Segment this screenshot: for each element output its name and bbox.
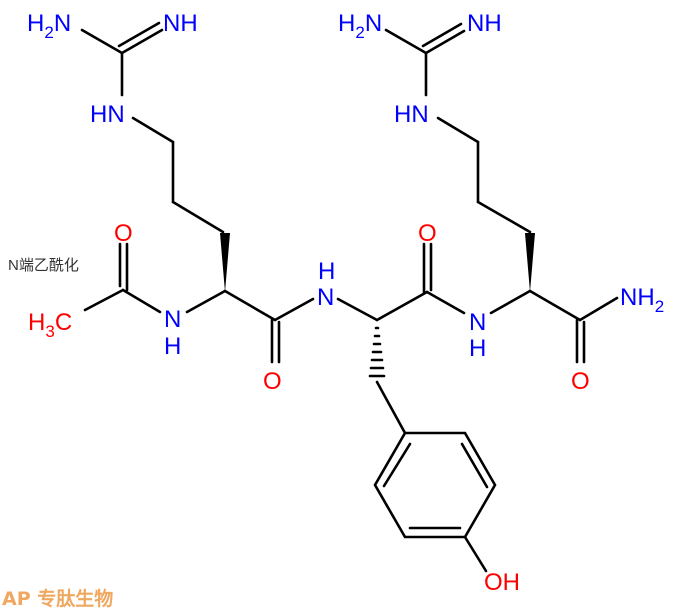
methyl-label: H3C bbox=[28, 309, 72, 341]
arg2-hn-label: HN bbox=[394, 101, 429, 128]
bonds bbox=[80, 21, 619, 573]
arg1-imine-label: NH bbox=[163, 10, 198, 37]
arg2-nh2-label: H2N bbox=[338, 10, 382, 42]
amide1-h: H bbox=[164, 333, 181, 360]
arg2-imine-label: NH bbox=[467, 10, 502, 37]
carbonyl2-oxygen: O bbox=[418, 220, 437, 247]
carbonyl1-oxygen: O bbox=[263, 368, 282, 395]
hashed-bond bbox=[368, 326, 386, 378]
amide1-n: N bbox=[164, 306, 181, 333]
acetyl-oxygen: O bbox=[114, 220, 133, 247]
phenol-hydroxyl: OH bbox=[484, 569, 520, 596]
watermark-logo: AP 专肽生物 bbox=[2, 587, 113, 609]
amide2-n: N bbox=[317, 284, 334, 311]
amide2-h: H bbox=[318, 258, 335, 285]
arg1-hn-label: HN bbox=[90, 101, 125, 128]
acetylation-note: N端乙酰化 bbox=[8, 257, 79, 274]
c-terminal-amide: NH2 bbox=[620, 284, 664, 316]
carbonyl3-oxygen: O bbox=[571, 368, 590, 395]
atom-labels: H2N NH HN H2N NH HN O H3C N H O H N O N … bbox=[27, 10, 664, 596]
arg1-nh2-label: H2N bbox=[27, 10, 71, 42]
amide3-n: N bbox=[469, 309, 486, 336]
amide3-h: H bbox=[469, 335, 486, 362]
